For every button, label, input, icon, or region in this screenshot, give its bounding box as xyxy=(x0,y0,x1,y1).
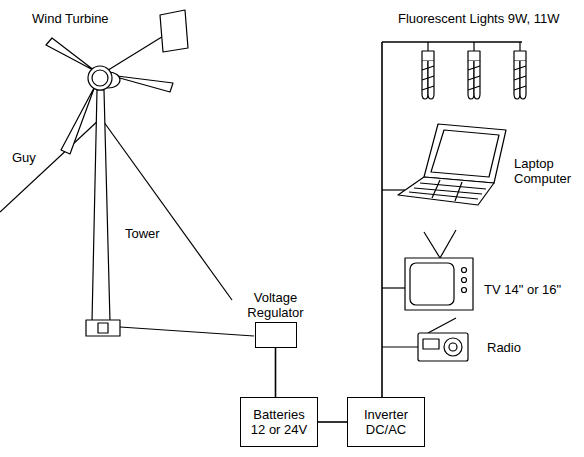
bus-wire xyxy=(382,41,522,43)
guy-wire xyxy=(101,118,232,300)
wire xyxy=(120,327,254,336)
part-label: Laptop Computer xyxy=(514,156,571,186)
inverter-box: Inverter DC/AC xyxy=(347,397,425,447)
part-label: Fluorescent Lights 9W, 11W xyxy=(398,11,560,26)
bus-wire xyxy=(381,42,383,397)
battery-box: Batteries 12 or 24V xyxy=(240,397,318,447)
box-label: Inverter DC/AC xyxy=(353,407,419,437)
tv-icon xyxy=(382,230,473,310)
part-label: Wind Turbine xyxy=(32,11,109,26)
part-label: Guy xyxy=(12,150,36,165)
wire-connector xyxy=(318,421,347,423)
turbine-blade xyxy=(46,38,95,71)
box-label: Batteries 12 or 24V xyxy=(246,407,312,437)
part-label: Radio xyxy=(487,340,521,355)
rotor-hub xyxy=(92,70,108,86)
turbine-blade xyxy=(61,86,95,154)
tail-boom xyxy=(105,35,165,72)
fluorescent-lamp xyxy=(468,42,480,99)
guy-wire xyxy=(0,118,101,212)
tower-base xyxy=(86,320,120,336)
fluorescent-lamp xyxy=(422,42,434,99)
tail-vane xyxy=(160,10,188,52)
rotor-hub xyxy=(88,66,112,90)
regulator-box xyxy=(255,322,297,348)
radio-icon xyxy=(382,318,468,361)
part-label: TV 14" or 16" xyxy=(484,282,561,297)
wire-connector xyxy=(275,348,277,397)
laptop-icon xyxy=(382,124,506,205)
fluorescent-lamp xyxy=(514,42,526,99)
device-label: Voltage Regulator xyxy=(247,290,303,320)
part-label: Tower xyxy=(125,226,160,241)
tower-base xyxy=(98,323,108,333)
voltage-regulator: Voltage Regulator xyxy=(245,290,306,348)
tower xyxy=(92,90,110,322)
